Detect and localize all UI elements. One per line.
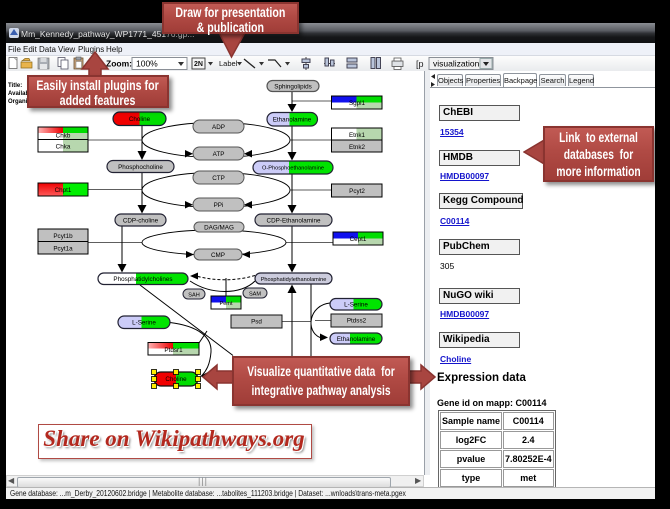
svg-text:Ethanolamine: Ethanolamine [273,117,312,124]
svg-text:PPi: PPi [214,202,224,209]
svg-text:Psd: Psd [251,319,262,326]
svg-text:Phosphocholine: Phosphocholine [118,164,163,171]
svg-text:100%: 100% [136,59,158,69]
svg-text:CDP-Ethanolamine: CDP-Ethanolamine [267,218,321,225]
svg-text:CTP: CTP [212,175,225,182]
svg-text:Pcyt1a: Pcyt1a [53,246,73,253]
svg-text:L-Serine: L-Serine [344,302,368,309]
svg-text:Zoom:: Zoom: [106,59,132,69]
svg-text:Phosphatidylethanolamine: Phosphatidylethanolamine [261,277,327,283]
svg-text:SAH: SAH [188,293,200,299]
svg-text:Choline: Choline [165,376,187,383]
svg-text:Etnk1: Etnk1 [349,132,366,139]
svg-text:Chkb: Chkb [56,133,71,140]
svg-text:Label: Label [219,59,238,68]
svg-text:Choline: Choline [129,116,151,123]
svg-text:[p: [p [416,59,424,69]
svg-text:CMP: CMP [211,252,225,259]
svg-text:Sgpl1: Sgpl1 [349,100,366,107]
svg-text:Ptdss2: Ptdss2 [347,318,367,325]
svg-text:2N: 2N [194,61,203,68]
svg-text:Pemt: Pemt [219,301,233,307]
svg-text:Organis: Organis [8,99,31,105]
svg-text:ADP: ADP [212,124,225,131]
svg-text:CDP-choline: CDP-choline [123,218,159,225]
svg-text:Ethanolamine: Ethanolamine [337,336,376,343]
svg-text:visualization: visualization [433,59,480,69]
svg-text:Title:: Title: [8,83,22,89]
svg-text:Chka: Chka [56,144,71,151]
svg-text:L-Serine: L-Serine [132,320,156,327]
svg-text:ATP: ATP [213,151,225,158]
svg-text:Cept1: Cept1 [350,236,367,243]
svg-text:Pcyt1b: Pcyt1b [53,233,73,240]
svg-text:Availab: Availab [8,91,29,97]
svg-text:Ptdsr1: Ptdsr1 [164,347,183,354]
svg-text:SAM: SAM [249,292,261,298]
svg-text:Phosphatidylcholines: Phosphatidylcholines [113,276,172,283]
svg-text:Pcyt2: Pcyt2 [349,188,365,195]
svg-text:Sphingolipids: Sphingolipids [274,84,311,91]
svg-text:DAG/MAG: DAG/MAG [204,225,234,232]
svg-text:Chpt1: Chpt1 [55,187,72,194]
svg-text:O-Phosphoethanolamine: O-Phosphoethanolamine [262,166,324,172]
svg-text:Etnk2: Etnk2 [349,144,366,151]
